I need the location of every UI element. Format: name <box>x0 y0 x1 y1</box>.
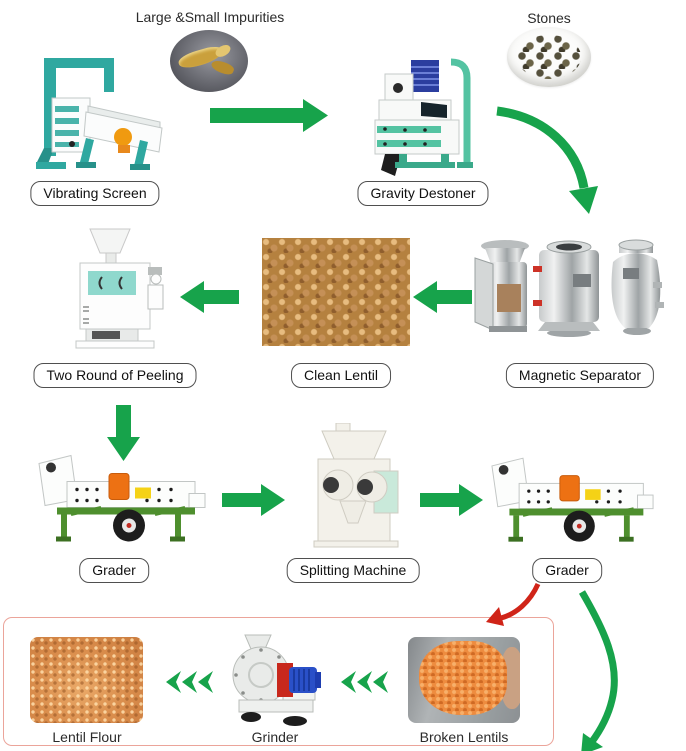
grinder-illustration <box>232 634 321 726</box>
stone-pebbles <box>517 35 581 79</box>
label-grader-right: Grader <box>532 558 602 583</box>
arrow-splitting-to-grader <box>420 484 483 516</box>
stones-caption: Stones <box>527 10 571 26</box>
lentil-flour-photo <box>30 637 143 723</box>
arrow-cleanlentil-to-peeling <box>180 281 239 313</box>
grader-left-illustration <box>38 454 206 542</box>
label-magnetic-separator: Magnetic Separator <box>505 363 655 388</box>
label-splitting-machine: Splitting Machine <box>286 558 420 583</box>
label-clean-lentil: Clean Lentil <box>291 363 391 388</box>
label-two-round-of-peeling: Two Round of Peeling <box>33 363 197 388</box>
vibrating-screen-illustration <box>36 58 163 170</box>
stones-photo <box>507 27 591 87</box>
arrow-magnetic-to-cleanlentil <box>413 281 472 313</box>
broken-lentil-pile <box>419 641 507 716</box>
arrow-grader-to-splitting <box>222 484 285 516</box>
label-grinder: Grinder <box>251 729 299 745</box>
magnetic-separator-illustration <box>474 239 664 337</box>
label-gravity-destoner: Gravity Destoner <box>357 181 489 206</box>
gravity-destoner-illustration <box>374 58 473 176</box>
label-broken-lentils: Broken Lentils <box>419 729 509 745</box>
splitting-machine-illustration <box>313 423 399 548</box>
impurities-caption: Large &Small Impurities <box>135 9 285 25</box>
broken-lentils-photo <box>408 637 520 723</box>
label-grader-left: Grader <box>79 558 149 583</box>
label-lentil-flour: Lentil Flour <box>52 729 122 745</box>
impurity-husk <box>209 58 236 78</box>
grader-right-illustration <box>491 457 654 542</box>
two-round-of-peeling-illustration <box>75 228 164 349</box>
arrow-vibrating-to-destoner <box>210 99 328 132</box>
clean-lentil-photo <box>262 238 410 346</box>
arrow-long-green-curve-down <box>578 590 618 751</box>
label-vibrating-screen: Vibrating Screen <box>30 181 160 206</box>
arrow-destoner-to-magnetic-curved <box>496 106 598 214</box>
impurities-photo <box>170 30 248 92</box>
